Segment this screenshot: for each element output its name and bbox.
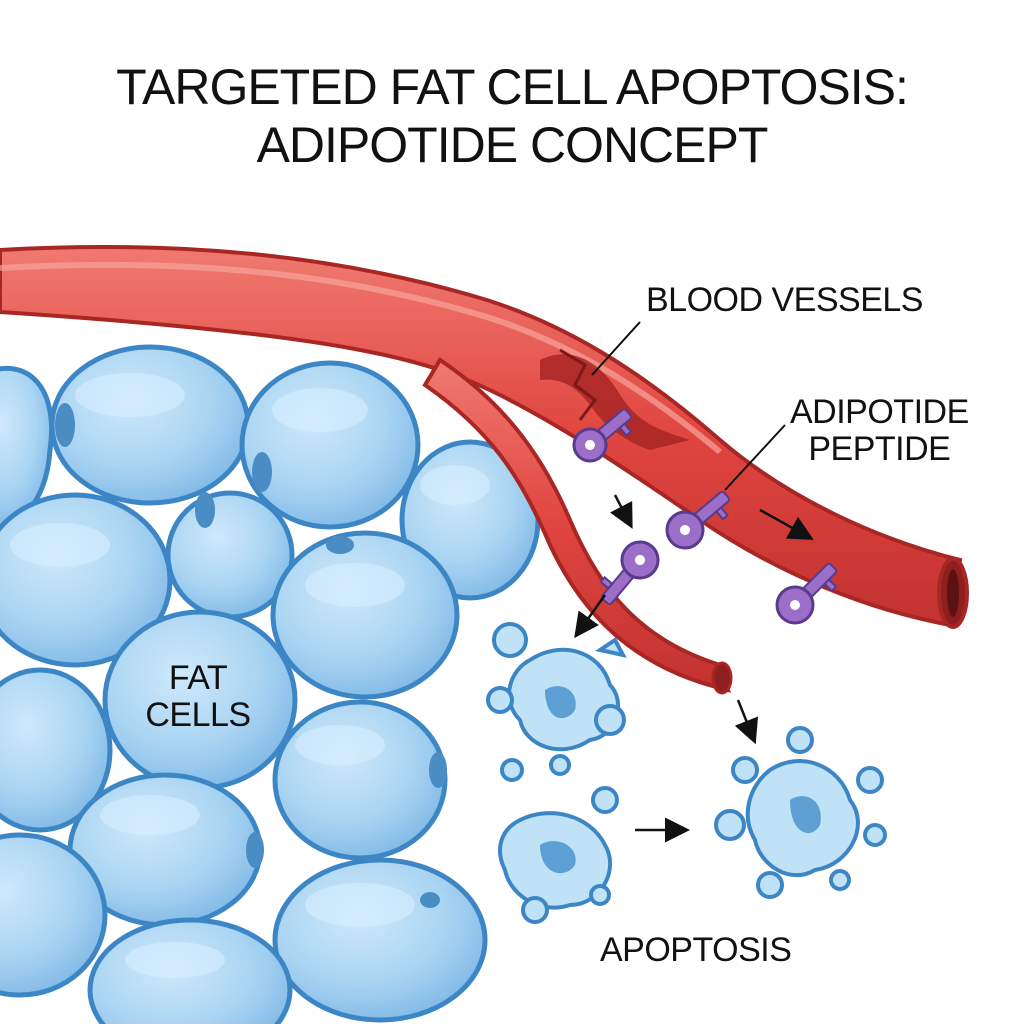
label-apoptosis: APOPTOSIS [600,931,792,969]
key-shaped-peptide-icon [572,408,633,463]
fat-cell [0,492,173,668]
label-blood-vessels: BLOOD VESSELS [646,281,923,319]
key-shaped-peptide-icon [599,540,660,605]
key-shaped-peptide-icon [775,562,838,625]
process-arrows [574,494,814,843]
leader-lines [591,321,786,491]
label-fat-line1: FAT [168,659,228,697]
fat-cell [49,344,251,506]
fat-cell [272,857,488,1023]
fat-cell [67,772,264,928]
fat-cell [0,667,113,833]
fat-cell [272,699,448,861]
page-subtitle: ADIPOTIDE CONCEPT [256,117,769,173]
label-adipotide-line2: PEPTIDE [808,430,951,469]
page-title: TARGETED FAT CELL APOPTOSIS: [116,59,909,115]
arrow-icon [734,699,759,745]
arrow-icon [609,494,633,529]
fat-cell [87,917,293,1029]
blood-vessel [0,245,969,629]
label-adipotide-peptide: ADIPOTIDE PEPTIDE [790,393,969,469]
key-shaped-peptide-icon [665,490,730,550]
apoptotic-fragments-2 [498,786,619,924]
fat-cell [270,530,460,700]
fat-cell [0,366,54,530]
apoptotic-fragments-3 [714,726,887,899]
apoptotic-fragments-1 [486,622,627,782]
fat-cell-cluster [0,344,541,1029]
arrow-icon [759,508,814,540]
blood-vessel-branch [422,357,733,695]
fat-cell [239,360,421,530]
peptide-keys [572,408,838,625]
fat-cell [0,832,108,998]
label-adipotide-line1: ADIPOTIDE [790,393,969,431]
label-fat-line2: CELLS [145,696,251,735]
fat-cell [399,439,541,601]
arrow-icon [574,594,607,639]
label-fat-cells: FAT CELLS [128,659,268,735]
